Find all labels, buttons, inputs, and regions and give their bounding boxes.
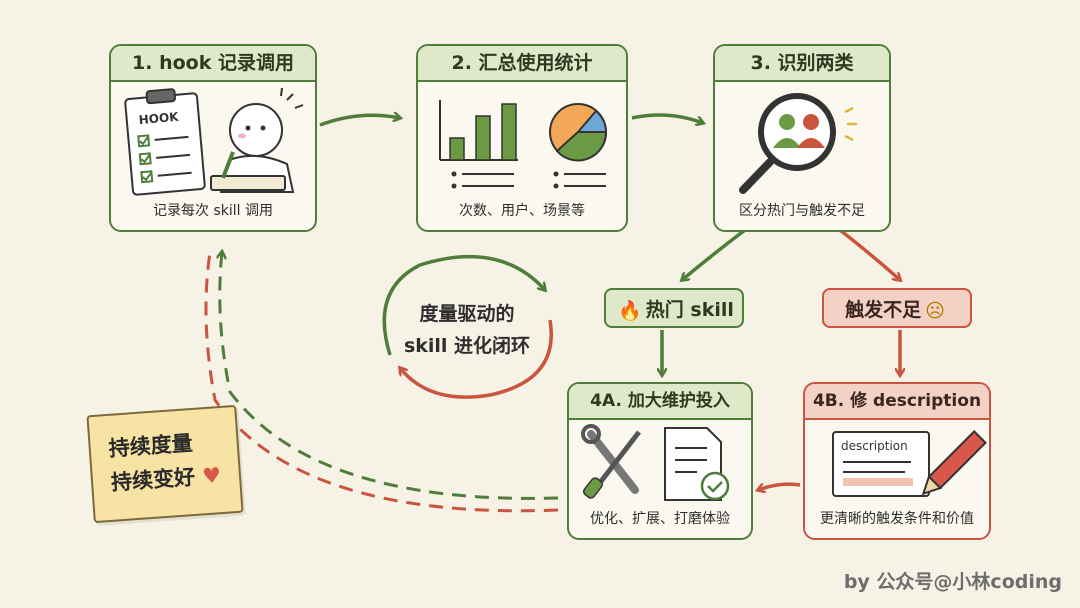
step-4b-caption: 更清晰的触发条件和价值: [820, 511, 974, 527]
step-4a-box: 4A. 加大维护投入 优化、扩展、打磨体验: [567, 382, 753, 540]
step-3-box: 3. 识别两类 区分热门与触发不足: [713, 44, 891, 232]
loop-caption-line2: skill 进化闭环: [403, 335, 531, 357]
document-check-icon: [664, 427, 730, 501]
step-2-title: 2. 汇总使用统计: [418, 46, 626, 82]
author-credit: by 公众号@小林coding: [843, 571, 1062, 593]
wrench-screwdriver-icon: [581, 424, 641, 499]
feedback-arc-red: [204, 251, 559, 513]
users-icon: [773, 114, 825, 148]
fire-icon: 🔥: [618, 299, 642, 322]
bar-chart-icon: [439, 100, 518, 189]
hot-skill-text: 热门 skill: [645, 299, 734, 321]
sparkle-icon: [844, 106, 857, 142]
character-icon: [210, 87, 304, 193]
sticky-note-line2: 持续变好: [110, 464, 196, 495]
pie-chart-icon: [549, 103, 608, 189]
description-doc-icon: description: [832, 431, 930, 497]
step-2-caption: 次数、用户、场景等: [459, 203, 585, 219]
clipboard-writer-illustration: HOOK: [124, 87, 304, 196]
arrow-4b-to-4a: [758, 482, 801, 490]
tools-doc-illustration: [581, 424, 730, 501]
heart-icon: ♥: [201, 463, 222, 489]
step-4a-title: 4A. 加大维护投入: [569, 384, 751, 420]
step-4a-caption: 优化、扩展、打磨体验: [590, 511, 730, 527]
magnifier-icon: [739, 93, 836, 194]
description-edit-illustration: description: [832, 430, 987, 497]
step-4b-title: 4B. 修 description: [805, 384, 989, 420]
statistics-illustration: [439, 100, 608, 189]
description-doc-label: description: [841, 439, 908, 453]
step-3-caption: 区分热门与触发不足: [739, 203, 865, 219]
clipboard-label: HOOK: [138, 110, 180, 127]
loop-arc-red: [400, 319, 553, 399]
check-icon: [137, 134, 192, 184]
sticky-note: 持续度量 持续变好 ♥: [86, 404, 244, 524]
sad-face-icon: ☹: [925, 299, 945, 322]
step-1-caption: 记录每次 skill 调用: [153, 203, 273, 219]
under-triggered-label: 触发不足☹: [822, 288, 972, 328]
step-4b-box: 4B. 修 description description 更清晰的触发条件和价…: [803, 382, 991, 540]
magnifier-illustration: [739, 93, 857, 194]
loop-caption-line1: 度量驱动的: [419, 303, 515, 325]
pencil-icon: [921, 430, 987, 496]
step-1-title: 1. hook 记录调用: [111, 46, 315, 82]
arrow-1-to-2: [319, 115, 400, 127]
loop-arc-green: [382, 254, 545, 356]
hot-skill-label: 🔥热门 skill: [604, 288, 744, 328]
step-2-box: 2. 汇总使用统计 次数、用户、场景等: [416, 44, 628, 232]
loop-caption: 度量驱动的 skill 进化闭环: [392, 298, 542, 362]
arrow-2-to-3: [631, 113, 703, 123]
arrow-3-to-weak: [838, 228, 900, 280]
step-1-box: 1. hook 记录调用 HOOK 记录每次 skill 调用: [109, 44, 317, 232]
feedback-arc-green: [220, 252, 559, 500]
arrow-3-to-hot: [682, 228, 747, 280]
step-3-title: 3. 识别两类: [715, 46, 889, 82]
clipboard-icon: [124, 92, 206, 196]
under-triggered-text: 触发不足: [845, 299, 922, 321]
